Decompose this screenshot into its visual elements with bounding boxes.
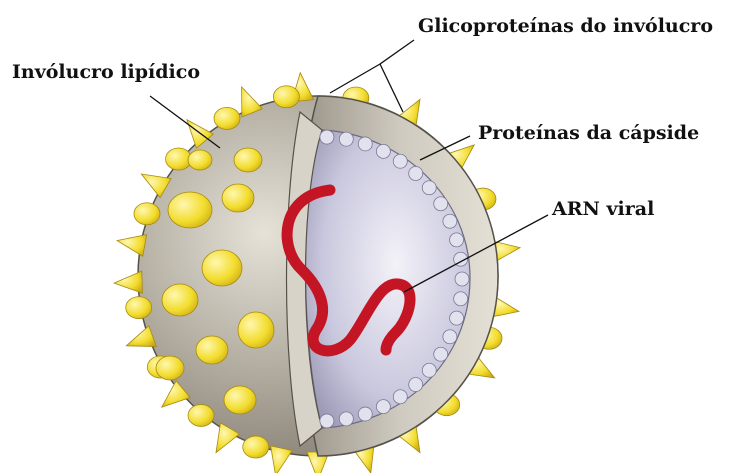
capsid-protein-bead: [320, 414, 334, 428]
surface-glycoprotein: [234, 148, 262, 172]
capsid-protein-bead: [434, 347, 448, 361]
surface-glycoprotein: [188, 150, 212, 170]
capsid-protein-bead: [376, 400, 390, 414]
capsid-protein-bead: [320, 130, 334, 144]
surface-glycoprotein: [156, 356, 184, 380]
capsid-protein-bead: [450, 311, 464, 325]
capsid-protein-bead: [393, 390, 407, 404]
capsid-protein-bead: [409, 378, 423, 392]
surface-glycoprotein: [196, 336, 228, 364]
glycoprotein-knob: [273, 86, 299, 108]
surface-glycoprotein: [222, 184, 254, 212]
glycoprotein-spike: [117, 235, 146, 257]
leader-envelope: [150, 96, 220, 148]
capsid-protein-bead: [450, 233, 464, 247]
capsid-protein-bead: [443, 330, 457, 344]
glycoprotein-knob: [126, 297, 152, 319]
capsid-protein-bead: [422, 363, 436, 377]
label-viral-rna: ARN viral: [551, 198, 654, 220]
glycoprotein-knob: [214, 107, 240, 129]
glycoprotein-spike: [271, 446, 293, 473]
label-capsid-proteins: Proteínas da cápside: [478, 122, 699, 144]
glycoprotein-knob: [243, 436, 269, 458]
surface-glycoprotein: [224, 386, 256, 414]
capsid-protein-bead: [422, 181, 436, 195]
capsid-protein-bead: [443, 214, 457, 228]
label-lipid-envelope: Invólucro lipídico: [12, 61, 200, 83]
capsid-protein-bead: [455, 272, 469, 286]
glycoprotein-spike: [114, 271, 142, 293]
glycoprotein-knob: [188, 404, 214, 426]
capsid-protein-bead: [434, 197, 448, 211]
surface-glycoprotein: [162, 284, 198, 316]
capsid-protein-bead: [393, 154, 407, 168]
capsid-protein-bead: [358, 407, 372, 421]
label-envelope-glycoproteins: Glicoproteínas do invólucro: [418, 15, 713, 37]
leader-glycoproteins-a: [330, 40, 414, 93]
capsid-protein-bead: [339, 412, 353, 426]
capsid-protein-bead: [358, 137, 372, 151]
surface-glycoprotein: [202, 250, 242, 286]
glycoprotein-knob: [134, 203, 160, 225]
capsid-protein-bead: [339, 132, 353, 146]
capsid-protein-bead: [454, 292, 468, 306]
capsid-protein-bead: [376, 144, 390, 158]
surface-glycoprotein: [168, 192, 212, 228]
capsid-protein-bead: [409, 166, 423, 180]
surface-glycoprotein: [238, 312, 274, 348]
leader-glycoproteins-b: [380, 64, 403, 112]
